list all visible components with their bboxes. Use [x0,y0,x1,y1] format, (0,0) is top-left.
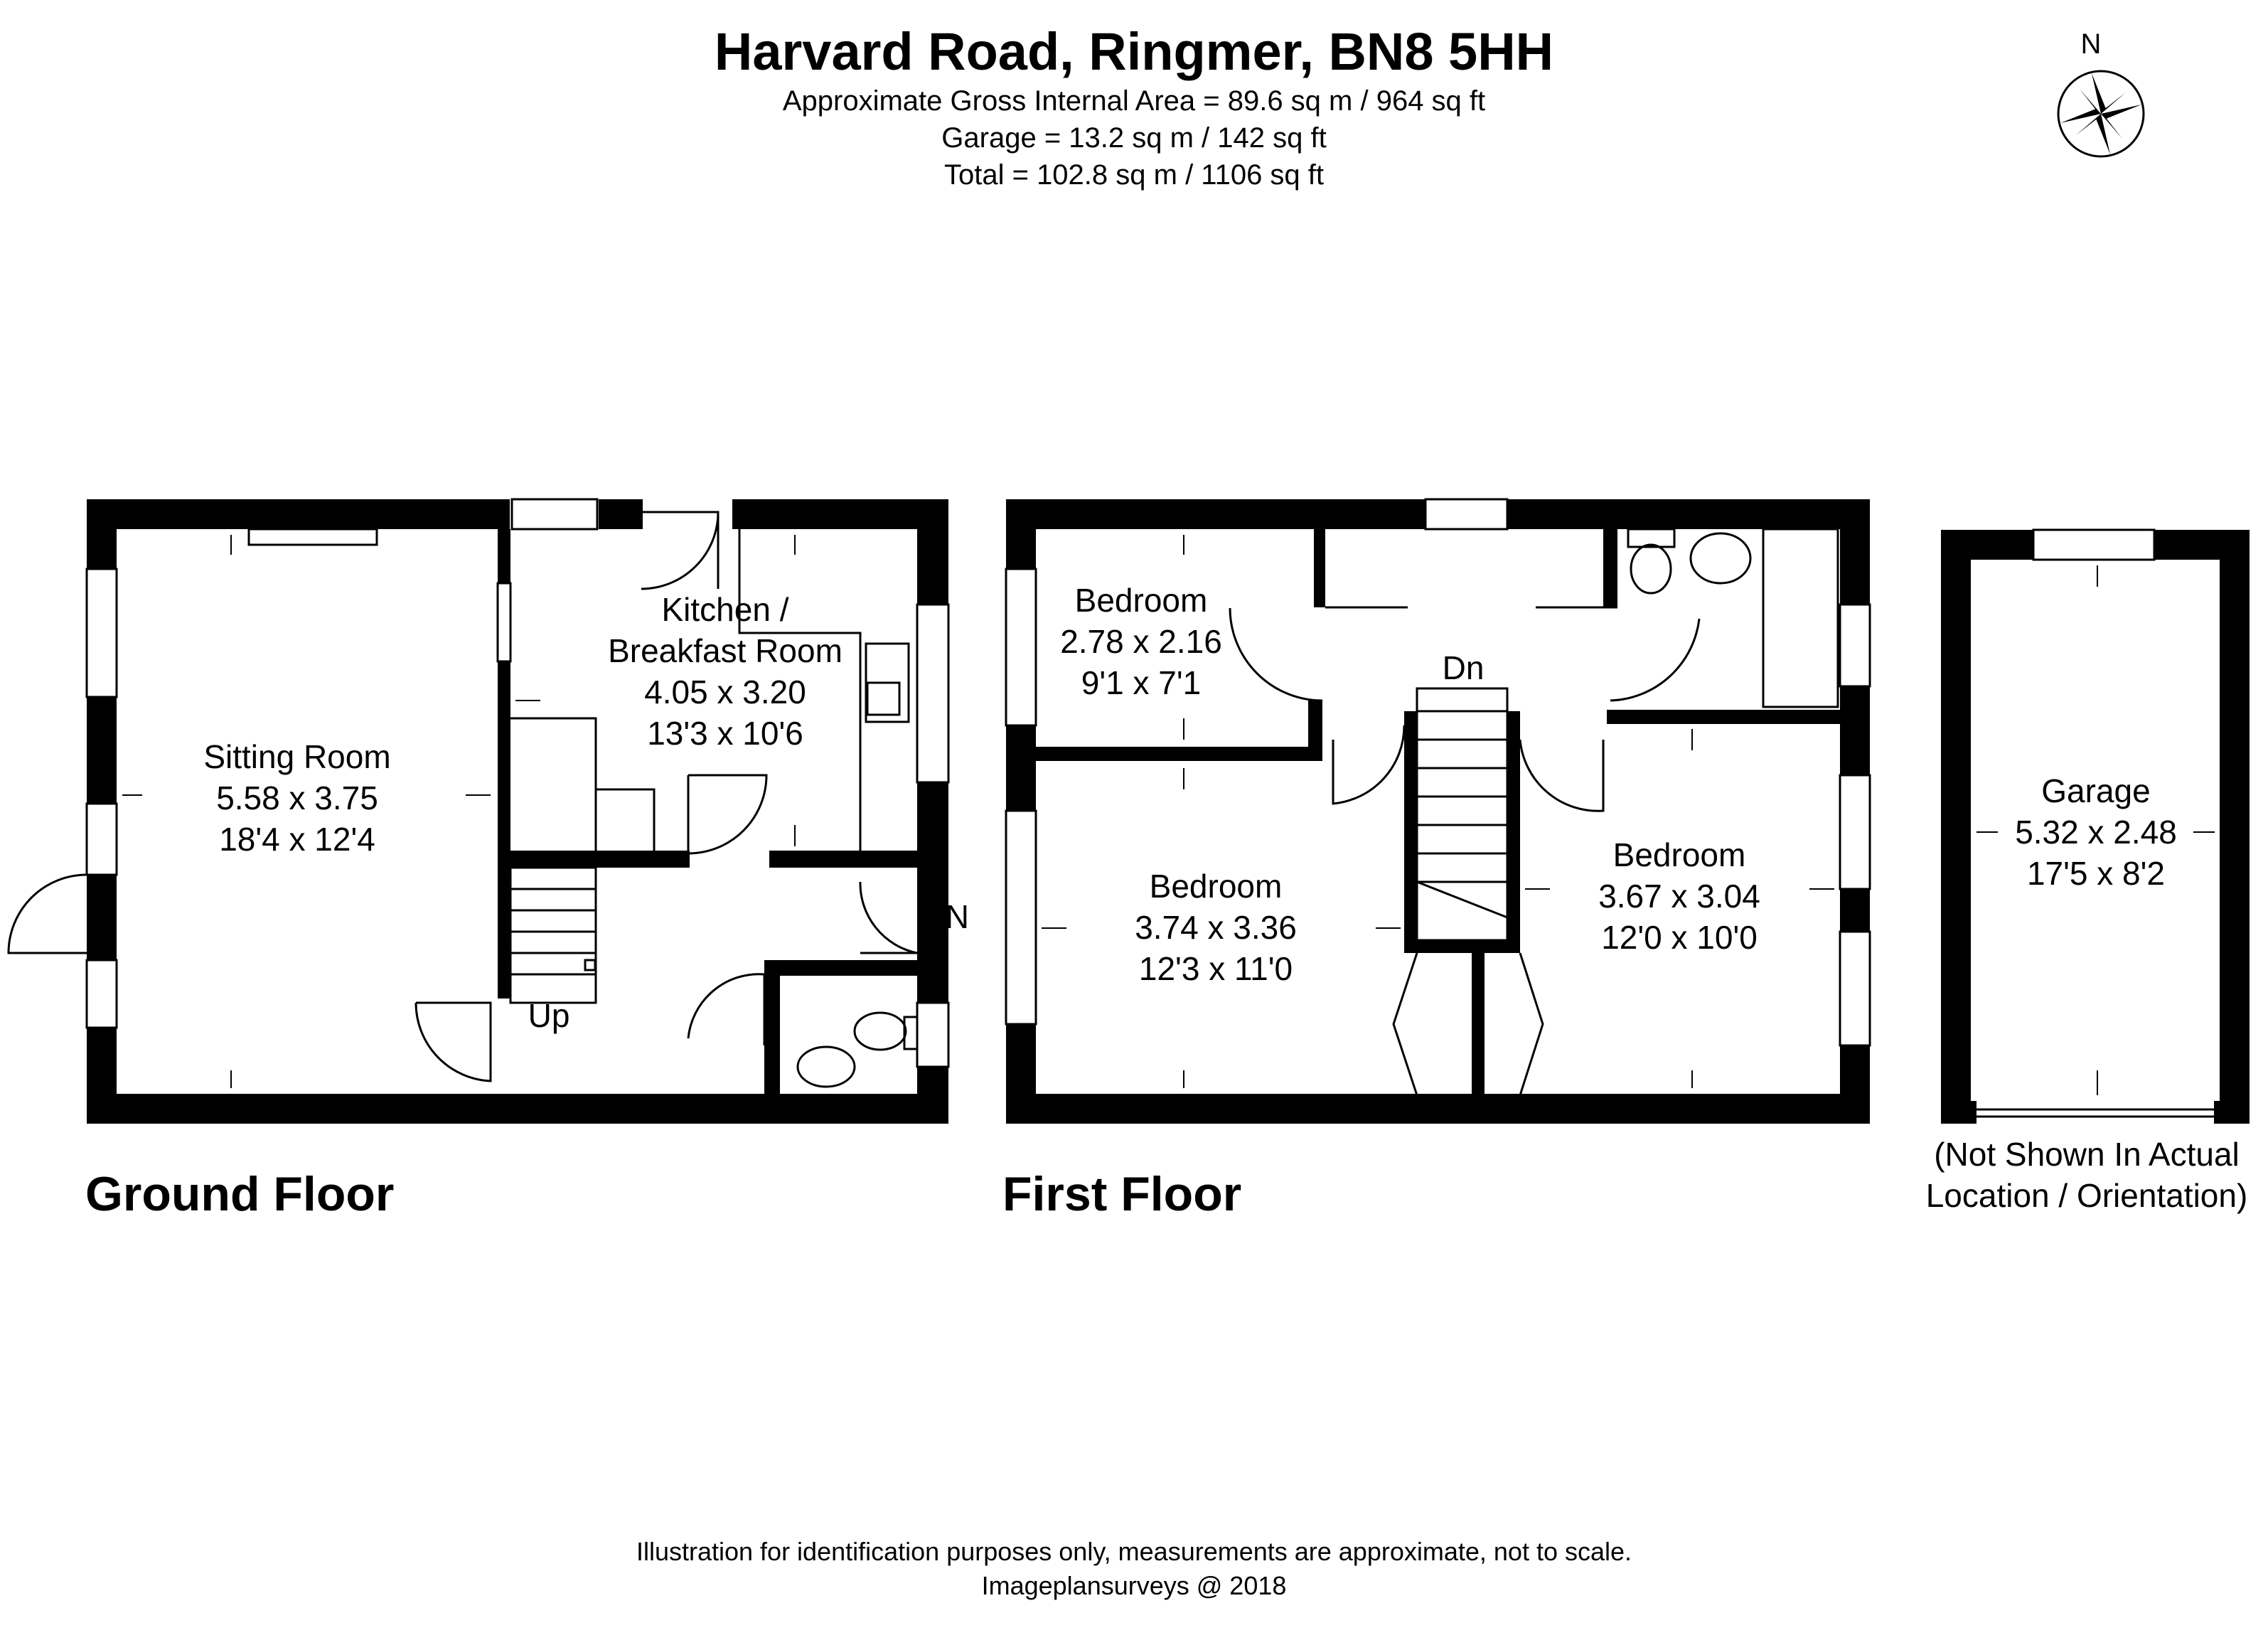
garage-note-line2: Location / Orientation) [1925,1177,2248,1214]
bedroom-left-imperial: 12'3 x 11'0 [1139,950,1293,987]
first-floor-label: First Floor [1002,1167,1242,1221]
bedroom-left-name: Bedroom [1150,868,1283,905]
room-labels: Sitting Room 5.58 x 3.75 18'4 x 12'4 Kit… [203,582,2176,1034]
wall [1006,1094,1870,1124]
wall [1507,711,1520,953]
wall [1006,499,1425,529]
plan-footer: Illustration for identification purposes… [0,1535,2268,1603]
garage-imperial: 17'5 x 8'2 [2027,855,2165,892]
wall [498,851,690,868]
wall [1314,529,1325,607]
plan-header: Harvard Road, Ringmer, BN8 5HH Approxima… [0,21,2268,193]
bedroom-small-metric: 2.78 x 2.16 [1060,623,1222,660]
wall [1404,940,1520,953]
ground-floor-label: Ground Floor [85,1167,395,1221]
compass-rose-icon [2057,70,2145,158]
wall [764,960,921,976]
garage-location-note: (Not Shown In Actual Location / Orientat… [1913,1134,2261,1216]
property-address-title: Harvard Road, Ringmer, BN8 5HH [714,22,1554,81]
compass-north-label: N [2080,28,2102,60]
wall [1607,710,1870,724]
kitchen-name-line1: Kitchen / [662,591,789,628]
bedroom-right-name: Bedroom [1613,836,1746,873]
entrance-label: IN [936,898,969,935]
wall [2214,1101,2250,1124]
wall [2154,530,2250,560]
wall [599,499,643,529]
wall [1404,711,1417,953]
sitting-room-metric: 5.58 x 3.75 [216,779,378,816]
sitting-room-name: Sitting Room [203,738,390,775]
wall [1507,499,1870,529]
kitchen-metric: 4.05 x 3.20 [644,673,806,710]
kitchen-imperial: 13'3 x 10'6 [647,715,803,752]
north-compass: N [2057,28,2168,158]
wall [769,851,919,868]
stairs-up-label: Up [528,997,570,1034]
dimension-arrows [122,535,2215,1095]
bedroom-small-name: Bedroom [1075,582,1208,619]
wall [1308,701,1322,761]
garage-name: Garage [2041,772,2150,809]
wall [2220,530,2250,1124]
kitchen-name-line2: Breakfast Room [608,632,843,669]
wall [1941,530,1971,1124]
ground-floor-fixtures [7,498,950,1088]
wall [87,1094,948,1124]
copyright-credit: Imageplansurveys @ 2018 [981,1571,1287,1600]
wall [87,499,510,529]
wall [764,960,780,1102]
total-area: Total = 102.8 sq m / 1106 sq ft [943,159,1325,191]
garage-area: Garage = 13.2 sq m / 142 sq ft [941,122,1327,154]
wall [1036,747,1320,761]
wall [1603,529,1617,607]
garage-plan [1941,530,2250,1124]
wall [1941,1101,1977,1124]
bedroom-left-metric: 3.74 x 3.36 [1135,909,1297,946]
sitting-room-imperial: 18'4 x 12'4 [219,821,375,858]
bedroom-right-metric: 3.67 x 3.04 [1598,878,1760,915]
garage-note-line1: (Not Shown In Actual [1934,1136,2240,1173]
gross-internal-area: Approximate Gross Internal Area = 89.6 s… [782,85,1486,117]
garage-fixtures [1977,528,2214,1118]
garage-metric: 5.32 x 2.48 [2015,814,2177,851]
first-floor-fixtures [1005,498,1871,1096]
bedroom-right-imperial: 12'0 x 10'0 [1601,919,1758,956]
bedroom-small-imperial: 9'1 x 7'1 [1081,664,1201,701]
wall [732,499,948,529]
stairs-down-label: Dn [1443,649,1485,686]
wall [1472,953,1485,1095]
disclaimer-text: Illustration for identification purposes… [636,1537,1632,1566]
wall [1941,530,2033,560]
